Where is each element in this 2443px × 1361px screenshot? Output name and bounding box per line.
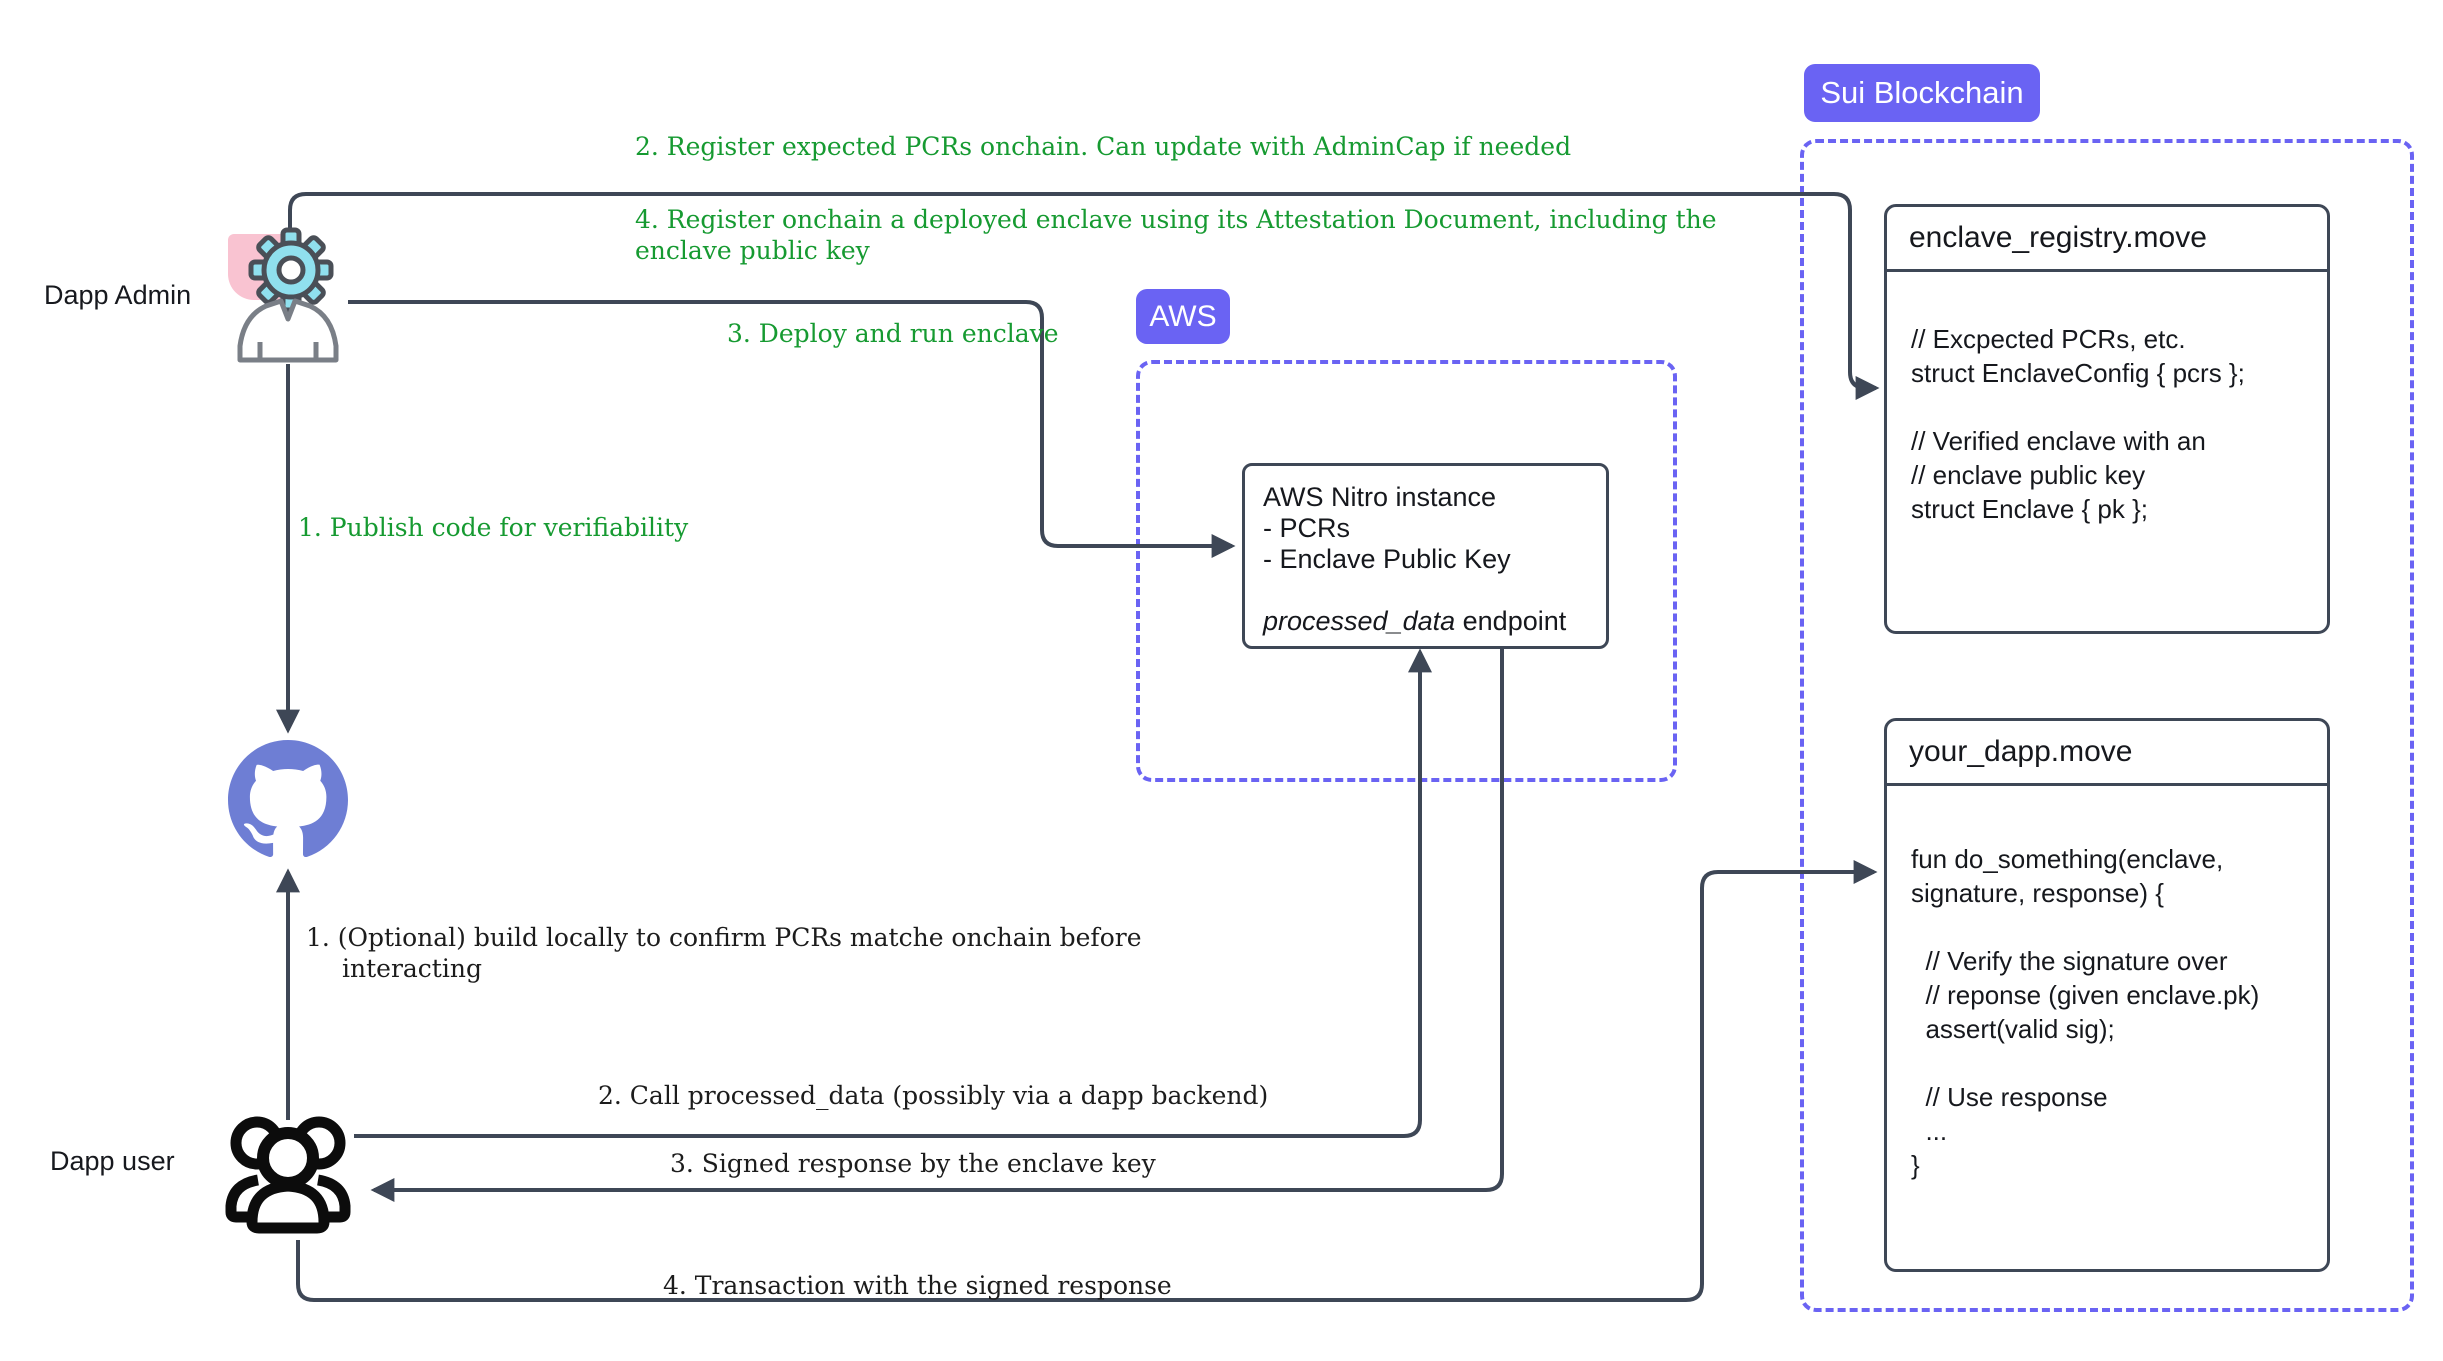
annotation-register-enclave-line1: 4. Register onchain a deployed enclave u… (635, 205, 1717, 234)
dapp-code-line: // reponse (given enclave.pk) (1911, 980, 2260, 1010)
github-octocat-icon (228, 740, 348, 858)
registry-code-line: // Excpected PCRs, etc. (1911, 324, 2186, 354)
dapp-code-line (1911, 910, 2307, 944)
registry-code-line: // Verified enclave with an (1911, 426, 2206, 456)
annotation-register-pcrs: 2. Register expected PCRs onchain. Can u… (635, 132, 1572, 161)
your-dapp-code: fun do_something(enclave, signature, res… (1887, 786, 2327, 1182)
nitro-endpoint-suffix: endpoint (1455, 606, 1567, 636)
dapp-admin-label: Dapp Admin (44, 280, 192, 310)
dapp-code-line: } (1911, 1150, 1920, 1180)
annotation-register-enclave: 4. Register onchain a deployed enclave u… (635, 204, 1717, 266)
annotation-build-locally: 1. (Optional) build locally to confirm P… (306, 922, 1142, 984)
annotation-register-enclave-line2: enclave public key (635, 236, 870, 265)
nitro-pubkey: - Enclave Public Key (1263, 544, 1511, 574)
enclave-registry-box: enclave_registry.move // Excpected PCRs,… (1884, 204, 2330, 634)
annotation-publish: 1. Publish code for verifiability (298, 513, 689, 542)
dapp-code-line: ... (1911, 1116, 1948, 1146)
aws-nitro-instance-box: AWS Nitro instance - PCRs - Enclave Publ… (1242, 463, 1609, 649)
nitro-pcrs: - PCRs (1263, 513, 1350, 543)
connector-signed-response (370, 646, 1504, 1202)
users-group-icon (225, 1116, 351, 1234)
registry-code-line: struct Enclave { pk }; (1911, 494, 2149, 524)
connector-transaction (296, 860, 1878, 1302)
dapp-user-label: Dapp user (50, 1146, 175, 1176)
nitro-endpoint-name: processed_data (1263, 606, 1456, 636)
connector-call-processed-data (354, 648, 1432, 1138)
sui-blockchain-badge: Sui Blockchain (1804, 64, 2040, 122)
enclave-registry-title: enclave_registry.move (1887, 207, 2327, 272)
annotation-call: 2. Call processed_data (possibly via a d… (598, 1081, 1269, 1110)
dapp-code-line: fun do_something(enclave, (1911, 844, 2224, 874)
annotation-deploy: 3. Deploy and run enclave (727, 319, 1059, 348)
dapp-code-line: // Use response (1911, 1082, 2108, 1112)
nitro-endpoint: processed_data endpoint (1263, 606, 1592, 637)
person-icon (237, 298, 339, 363)
registry-code-line (1911, 390, 2307, 424)
annotation-build-line1: 1. (Optional) build locally to confirm P… (306, 923, 1142, 952)
registry-code-line: struct EnclaveConfig { pcrs }; (1911, 358, 2245, 388)
connector-register-pcrs (288, 192, 1880, 400)
dapp-code-line: // Verify the signature over (1911, 946, 2228, 976)
aws-region-boundary (1136, 360, 1677, 782)
sui-blockchain-boundary (1800, 139, 2414, 1312)
your-dapp-box: your_dapp.move fun do_something(enclave,… (1884, 718, 2330, 1272)
nitro-title: AWS Nitro instance (1263, 482, 1497, 512)
dapp-code-line: assert(valid sig); (1911, 1014, 2115, 1044)
gear-person-icon (237, 227, 339, 363)
connector-deploy-enclave (348, 300, 1236, 558)
annotation-transaction: 4. Transaction with the signed response (663, 1271, 1172, 1300)
enclave-registry-code: // Excpected PCRs, etc. struct EnclaveCo… (1887, 272, 2327, 526)
dapp-code-line: signature, response) { (1911, 878, 2164, 908)
your-dapp-title: your_dapp.move (1887, 721, 2327, 786)
dapp-code-line (1911, 1046, 2307, 1080)
annotation-signed: 3. Signed response by the enclave key (670, 1149, 1156, 1178)
registry-code-line: // enclave public key (1911, 460, 2146, 490)
annotation-build-line2: interacting (342, 954, 482, 983)
aws-badge: AWS (1136, 289, 1230, 344)
